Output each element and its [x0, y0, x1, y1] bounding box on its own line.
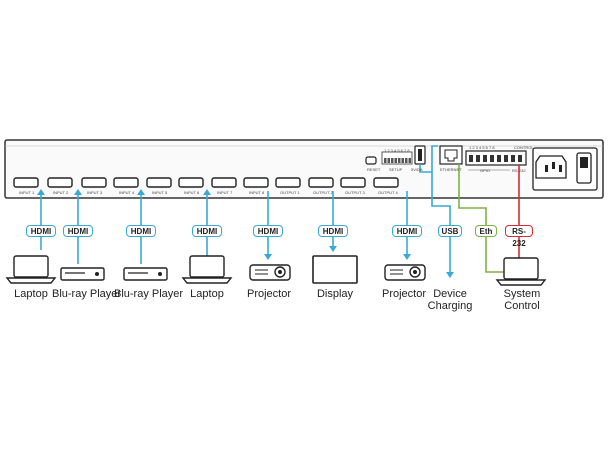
device-label-device: Device: [433, 288, 467, 300]
display-icon: [312, 255, 358, 284]
hdmi-tag: HDMI: [192, 225, 222, 237]
power-pin: [545, 165, 548, 172]
hdmi-port[interactable]: [275, 177, 301, 188]
hdmi-port[interactable]: [146, 177, 172, 188]
terminal-block[interactable]: [465, 150, 527, 166]
hdmi-port[interactable]: [340, 177, 366, 188]
hdmi-port[interactable]: [211, 177, 237, 188]
projector-icon: [249, 264, 291, 281]
usb-port-tongue: [418, 149, 422, 161]
port-label: OUTPUT 1: [280, 190, 300, 195]
reset-label: RESET: [367, 167, 381, 172]
port-label: INPUT 8: [249, 190, 265, 195]
hdmi-port[interactable]: [81, 177, 107, 188]
ethernet-cable: [458, 164, 510, 273]
device-label-system: System: [503, 288, 541, 300]
dip-numbers: 1 2 3 4 5 6 7 8: [384, 148, 410, 153]
gpio-label: GPIO: [480, 168, 491, 173]
port-label: INPUT 6: [184, 190, 200, 195]
usb-cable: [419, 145, 454, 278]
control-label: CONTROL: [514, 145, 534, 150]
hdmi-port[interactable]: [178, 177, 204, 188]
device-label-laptop: Laptop: [14, 288, 48, 300]
hdmi-port[interactable]: [113, 177, 139, 188]
device-label-laptop: Laptop: [190, 288, 224, 300]
device-label-bluray-player: Blu-ray Player: [114, 288, 184, 300]
laptop-icon: [181, 255, 233, 284]
usb-port-label: 5V/DA: [411, 167, 423, 172]
power-switch-rocker: [580, 157, 588, 168]
device-label-bluray-player: Blu-ray Player: [52, 288, 122, 300]
bluray-player-icon: [123, 267, 168, 281]
port-label: INPUT 5: [152, 190, 168, 195]
power-inlet[interactable]: [535, 155, 567, 179]
port-label: INPUT 7: [217, 190, 233, 195]
port-label: INPUT 3: [87, 190, 103, 195]
laptop-icon: [495, 257, 547, 286]
hdmi-tag: HDMI: [392, 225, 422, 237]
device-label-charging: Charging: [427, 300, 473, 312]
hdmi-cables: [37, 189, 411, 264]
terminal-screws: [469, 155, 522, 162]
terminal-numbers: 1 2 3 4 5 6 7 8: [469, 145, 495, 150]
device-label-control: Control: [504, 300, 540, 312]
eth-tag: Eth: [475, 225, 497, 237]
laptop-icon: [5, 255, 57, 284]
ethernet-port-notch: [444, 149, 458, 162]
rs232-port-label: RS-232: [512, 168, 526, 173]
hdmi-port[interactable]: [47, 177, 73, 188]
hdmi-tag: HDMI: [253, 225, 283, 237]
hdmi-port[interactable]: [243, 177, 269, 188]
usb-tag: USB: [438, 225, 462, 237]
hdmi-port[interactable]: [373, 177, 399, 188]
hdmi-tag: HDMI: [63, 225, 93, 237]
hdmi-port[interactable]: [13, 177, 39, 188]
port-label: INPUT 2: [53, 190, 69, 195]
port-label: OUTPUT 3: [345, 190, 365, 195]
hdmi-tag: HDMI: [26, 225, 56, 237]
device-label-projector: Projector: [381, 288, 427, 300]
port-label: OUTPUT 2: [313, 190, 333, 195]
reset-button[interactable]: [365, 156, 377, 165]
hdmi-port[interactable]: [308, 177, 334, 188]
device-label-projector: Projector: [246, 288, 292, 300]
port-label: OUTPUT 4: [378, 190, 398, 195]
bluray-player-icon: [60, 267, 105, 281]
device-label-display: Display: [316, 288, 354, 300]
ethernet-port-label: ETHERNET: [440, 167, 462, 172]
dip-switches: [384, 158, 411, 163]
hdmi-tag: HDMI: [318, 225, 348, 237]
hdmi-tag: HDMI: [126, 225, 156, 237]
rs232-tag: RS-232: [505, 225, 533, 248]
setup-label: SETUP: [389, 167, 403, 172]
projector-icon: [384, 264, 426, 281]
power-pin: [559, 165, 562, 172]
power-pin: [552, 162, 555, 169]
port-label: INPUT 4: [119, 190, 135, 195]
port-label: INPUT 1: [19, 190, 35, 195]
hdmi-port-group: [13, 177, 399, 188]
